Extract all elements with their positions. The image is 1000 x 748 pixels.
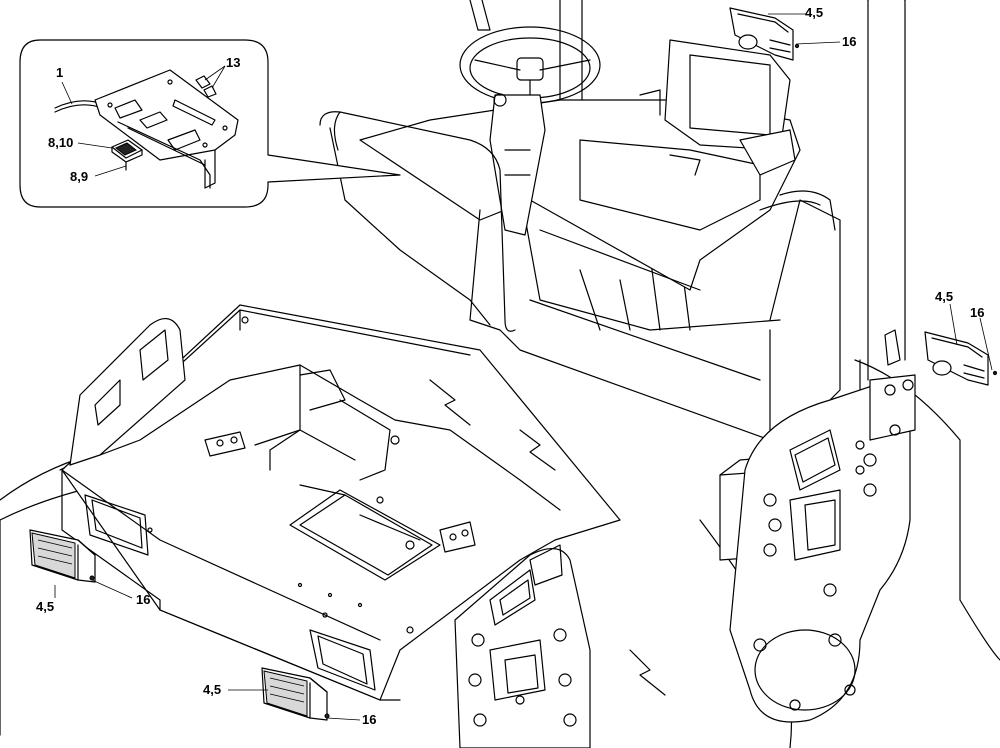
work-lamp-top: [729, 7, 800, 61]
break-lines: [429, 379, 666, 696]
front-hood: [61, 304, 621, 701]
leader-lines: [54, 13, 993, 721]
bottom-lamp-part-label: 4,5: [203, 682, 222, 697]
detail-inset: [19, 39, 401, 208]
steering-wheel: [459, 0, 601, 236]
work-lamp-left: [29, 529, 96, 583]
right-lamp-part-label: 4,5: [935, 289, 954, 304]
inset-clip-label: 13: [226, 55, 241, 70]
right-mounting-plate: [729, 379, 911, 723]
inset-cable-label: 1: [56, 65, 64, 80]
left-frame: [69, 318, 186, 466]
operator-seat: [579, 39, 796, 231]
work-lamp-right: [924, 331, 998, 386]
inset-bracket-label: 8,9: [70, 169, 89, 184]
work-lamp-bottom: [261, 667, 330, 721]
inset-switch-label: 8,10: [48, 135, 74, 150]
right-lamp-screw-label: 16: [970, 305, 985, 320]
top-lamp-part-label: 4,5: [805, 5, 824, 20]
top-lamp-screw-label: 16: [842, 34, 857, 49]
left-lamp-screw-label: 16: [136, 592, 151, 607]
bottom-lamp-screw-label: 16: [362, 712, 377, 727]
front-right-frame: [454, 544, 591, 748]
right-side-bracket: [869, 329, 916, 441]
left-lamp-part-label: 4,5: [36, 599, 55, 614]
